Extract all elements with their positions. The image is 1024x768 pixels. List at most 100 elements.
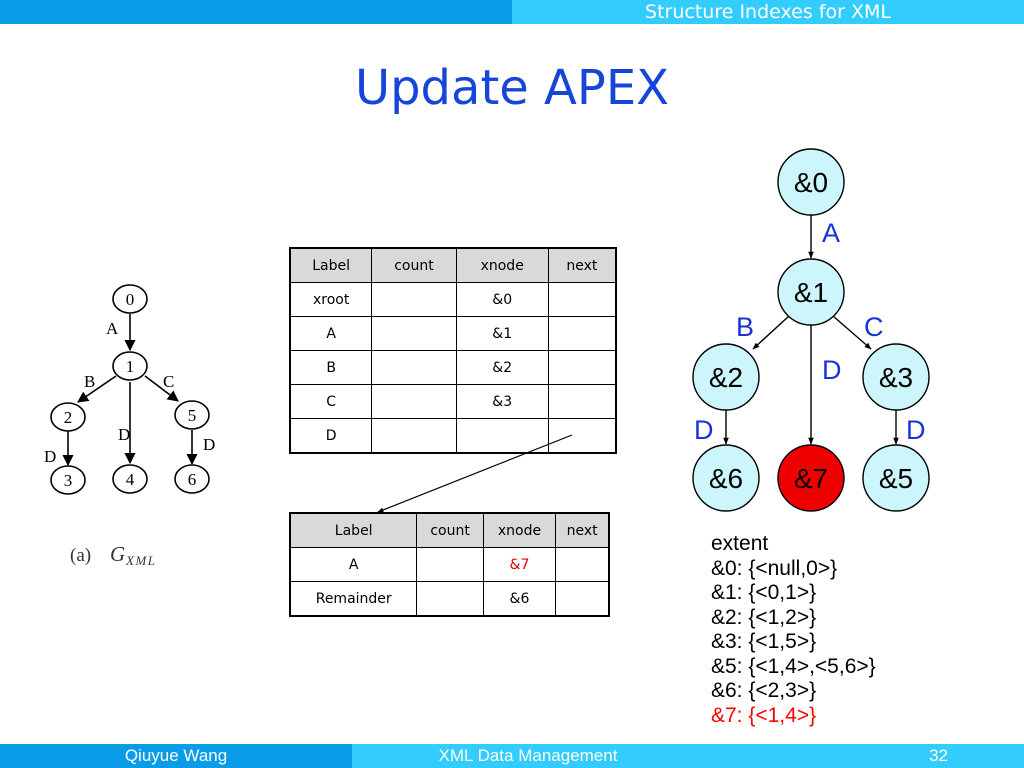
table-header-cell: count (416, 512, 484, 548)
header-bar-left (0, 0, 512, 24)
extent-list: extent &0: {<null,0>} &1: {<0,1>} &2: {<… (711, 532, 876, 728)
header-title: Structure Indexes for XML (645, 1, 891, 23)
table-header-cell: count (371, 247, 457, 283)
graph-node-0: 0 (112, 284, 148, 314)
hash-table-main: Label count xnode next xroot &0 A &1 B &… (289, 247, 617, 454)
svg-text:6: 6 (188, 470, 197, 489)
extent-line: &6: {<2,3>} (711, 679, 817, 702)
table-row: B &2 (289, 350, 617, 385)
table-cell: &3 (455, 384, 549, 419)
apex-node-7: &7 (777, 444, 845, 512)
table-cell (371, 418, 457, 454)
svg-text:XML: XML (125, 553, 157, 568)
apex-label-d-right: D (906, 415, 926, 445)
graph-node-2: 2 (50, 402, 86, 432)
table-row: A &7 (289, 547, 610, 582)
table-cell: xroot (289, 282, 373, 317)
graph-label-d-mid: D (118, 425, 130, 444)
table-cell (416, 581, 484, 617)
apex-node-1: &1 (777, 258, 845, 326)
footer-bar-right (704, 744, 1024, 768)
table-cell: A (289, 316, 373, 351)
apex-label-b: B (736, 312, 754, 342)
graph-label-b: B (84, 372, 95, 391)
graph-caption: (a) G XML (70, 542, 157, 568)
apex-node-3: &3 (862, 343, 930, 411)
table-cell: &0 (455, 282, 549, 317)
table-cell (555, 581, 610, 617)
apex-label-a: A (822, 218, 840, 248)
table-row: A &1 (289, 316, 617, 351)
table-cell (547, 384, 617, 419)
table-cell (371, 316, 457, 351)
table-cell: C (289, 384, 373, 419)
svg-text:4: 4 (126, 470, 135, 489)
page-number: 32 (929, 746, 948, 765)
graph-node-3: 3 (50, 465, 86, 495)
graph-edge-1-5 (144, 375, 179, 402)
table-header-cell: Label (289, 512, 418, 548)
table-row: C &3 (289, 384, 617, 419)
table-header-cell: xnode (455, 247, 549, 283)
extent-line: &5: {<1,4>,<5,6>} (711, 654, 876, 678)
apex-edge-1-3 (832, 315, 872, 350)
svg-text:(a): (a) (70, 545, 91, 566)
table-cell: &2 (455, 350, 549, 385)
apex-node-6: &6 (692, 444, 760, 512)
table-cell: &1 (455, 316, 549, 351)
apex-node-0: &0 (777, 148, 845, 216)
svg-text:&3: &3 (879, 362, 913, 393)
table-header-cell: next (547, 247, 617, 283)
apex-node-5: &5 (862, 444, 930, 512)
table-cell (555, 547, 610, 582)
svg-text:&1: &1 (794, 277, 828, 308)
svg-text:5: 5 (188, 406, 197, 425)
footer-author: Qiuyue Wang (0, 744, 352, 768)
slide-title: Update APEX (354, 60, 670, 116)
extent-line: &2: {<1,2>} (711, 605, 817, 629)
table-cell (416, 547, 484, 582)
apex-node-2: &2 (692, 343, 760, 411)
svg-text:2: 2 (64, 408, 73, 427)
table-cell (547, 316, 617, 351)
svg-text:1: 1 (126, 357, 135, 376)
extent-line: &0: {<null,0>} (711, 556, 838, 580)
header-bar-right (512, 0, 1024, 24)
svg-text:&2: &2 (709, 362, 743, 393)
svg-text:G: G (110, 542, 125, 566)
extent-line: &3: {<1,5>} (711, 630, 817, 653)
table-cell (371, 282, 457, 317)
table-cell: Remainder (289, 581, 418, 617)
hash-table-d: Label count xnode next A &7 Remainder &6 (289, 512, 610, 617)
footer-course: XML Data Management (352, 744, 704, 768)
table-cell: D (289, 418, 373, 454)
apex-edge-1-2 (752, 315, 790, 350)
apex-label-c: C (864, 312, 884, 342)
graph-node-4: 4 (112, 464, 148, 494)
table-row: D (289, 418, 617, 454)
graph-label-d-right: D (203, 435, 215, 454)
graph-edge-1-2 (77, 375, 117, 403)
extent-line: &1: {<0,1>} (711, 581, 817, 604)
svg-text:&7: &7 (794, 463, 828, 494)
apex-label-d-mid: D (822, 355, 842, 385)
table-header-row: Label count xnode next (289, 247, 617, 283)
table-row: xroot &0 (289, 282, 617, 317)
extent-title: extent (711, 532, 769, 555)
graph-label-d-left: D (44, 447, 56, 466)
table-header-row: Label count xnode next (289, 512, 610, 548)
svg-text:&5: &5 (879, 463, 913, 494)
svg-text:&0: &0 (794, 167, 828, 198)
svg-text:0: 0 (126, 290, 135, 309)
table-row: Remainder &6 (289, 581, 610, 617)
graph-node-1: 1 (112, 351, 148, 381)
svg-text:3: 3 (64, 471, 73, 490)
table-cell-highlight: &7 (482, 547, 557, 582)
apex-label-d-left: D (694, 415, 714, 445)
table-cell (455, 418, 549, 454)
extent-line-new: &7: {<1,4>} (711, 703, 817, 727)
table-cell (547, 282, 617, 317)
table-cell (371, 350, 457, 385)
table-cell (547, 418, 617, 454)
